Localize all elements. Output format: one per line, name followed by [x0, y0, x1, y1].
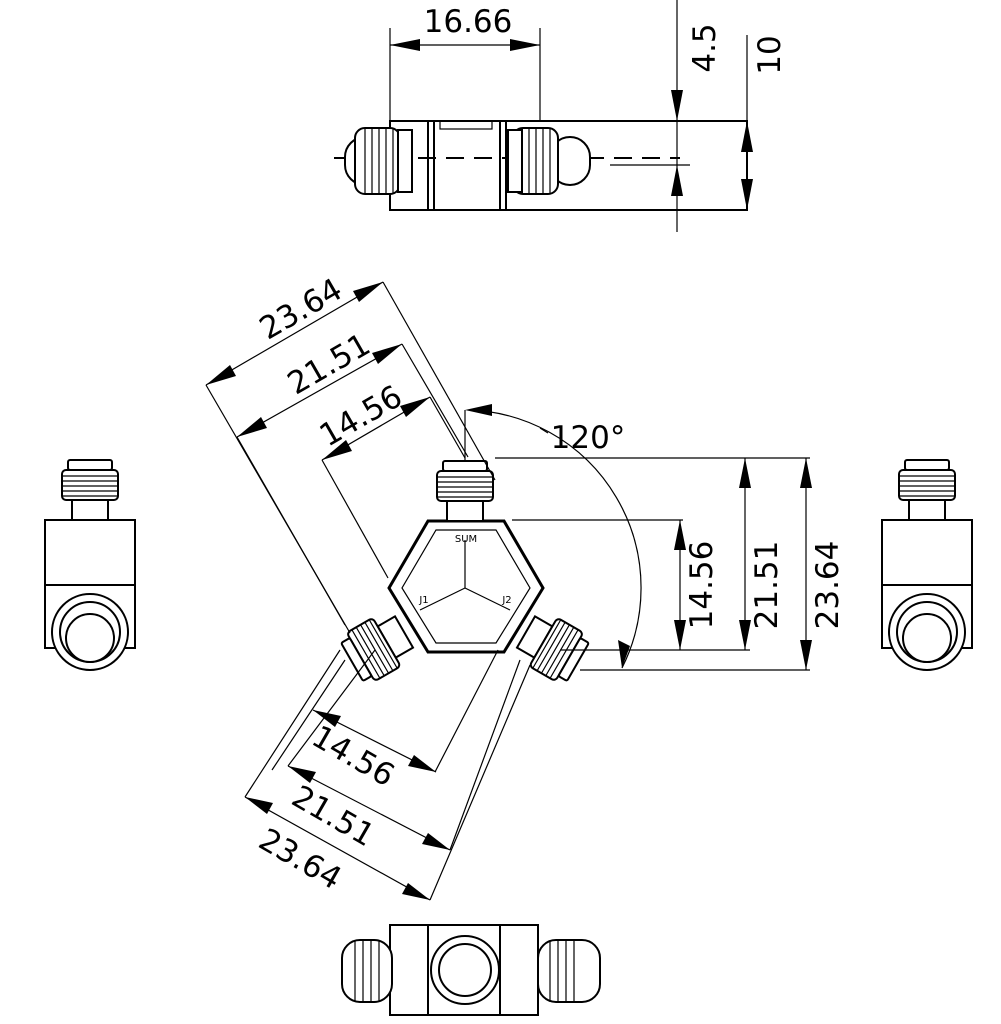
- top-view-left-connector: [344, 127, 413, 195]
- dim-radial-inner-label: 14.56: [314, 379, 409, 455]
- dim-right-vertical: 14.56 21.51 23.64: [495, 457, 846, 671]
- dim-radial-outer-label: 23.64: [254, 272, 349, 348]
- dim-top-width-label: 16.66: [424, 4, 513, 40]
- dim-right-inner-label: 14.56: [684, 541, 720, 630]
- dim-top-width: 16.66: [389, 4, 541, 121]
- port-sum-label: SUM: [455, 534, 477, 545]
- dim-top-height: 10: [741, 35, 788, 210]
- right-side-view: [881, 459, 973, 671]
- sum-connector: [436, 460, 494, 522]
- top-view-right-connector: [507, 127, 591, 195]
- main-view: SUM J1 J2: [205, 272, 846, 901]
- dim-right-outer-label: 23.64: [810, 541, 846, 630]
- dim-top-height-label: 10: [752, 35, 788, 74]
- dim-top-offset-label: 4.5: [687, 23, 723, 72]
- dim-right-mid-label: 21.51: [749, 541, 785, 630]
- left-side-view: [44, 459, 136, 671]
- port-j1-label: J1: [418, 595, 428, 606]
- dim-radial-bottom: 14.56 21.51 23.64: [244, 649, 531, 901]
- top-view: 16.66 4.5 10: [334, 0, 788, 232]
- j1-connector: [337, 606, 419, 688]
- port-j2-label: J2: [501, 595, 511, 606]
- dim-angle-label: 120°: [551, 420, 626, 456]
- bottom-view: [341, 924, 601, 1016]
- hexagon-body: [387, 519, 545, 654]
- dim-radial-mid-label: 21.51: [282, 327, 377, 403]
- dim-angle: 120°: [464, 404, 642, 669]
- dim-radial-upper-left: 23.64 21.51 14.56: [205, 272, 496, 634]
- dim-top-offset: 4.5: [610, 0, 723, 232]
